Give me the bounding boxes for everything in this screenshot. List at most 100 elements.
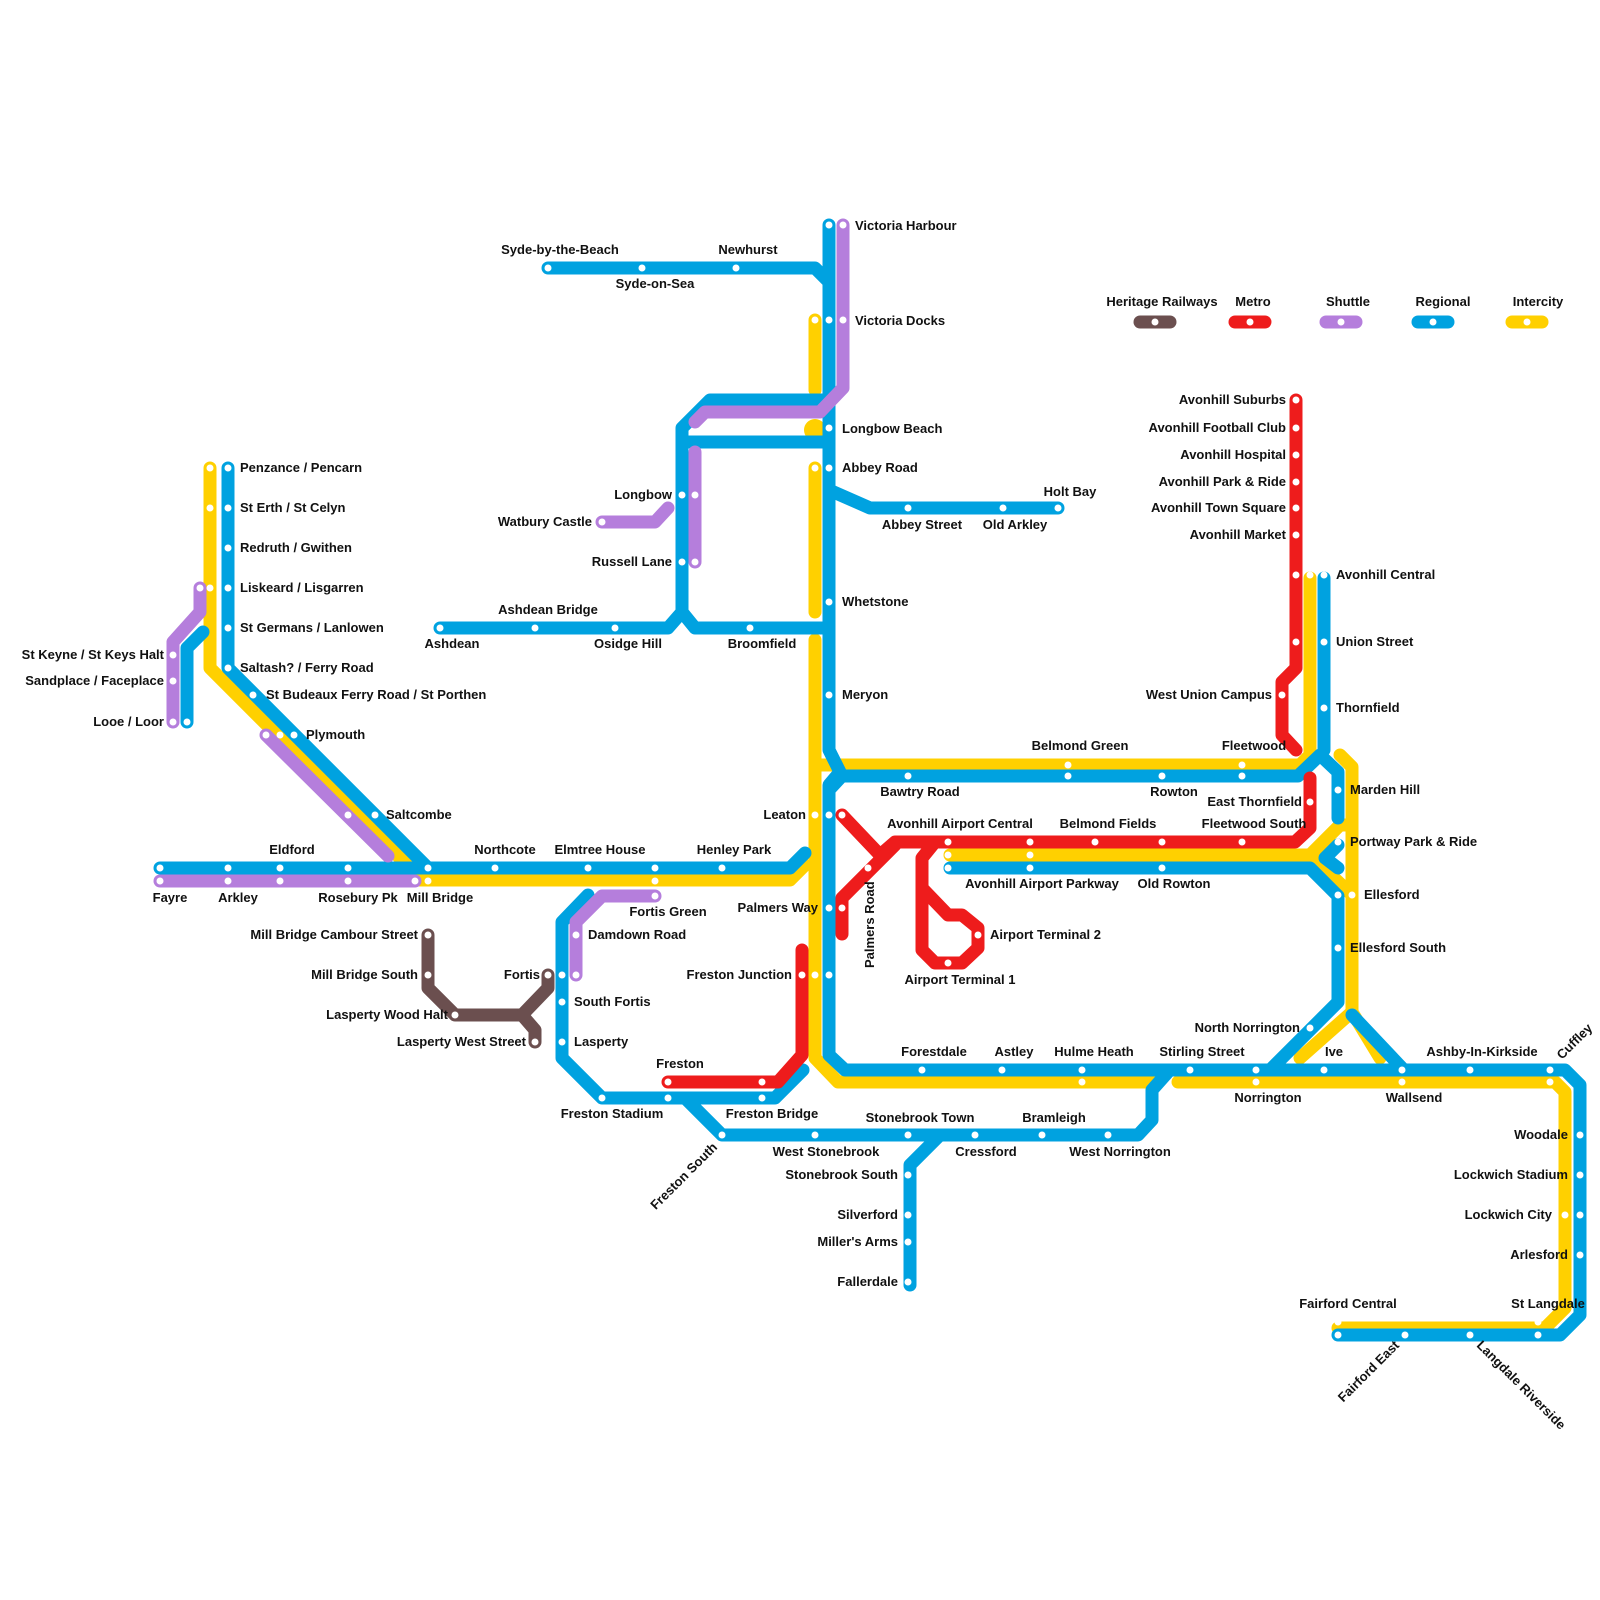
station-label[interactable]: Sandplace / Faceplace [25, 673, 164, 688]
station-label[interactable]: Plymouth [306, 727, 365, 742]
station-label[interactable]: Fayre [153, 890, 188, 905]
station-label[interactable]: St Germans / Lanlowen [240, 620, 384, 635]
station-label[interactable]: St Keyne / St Keys Halt [22, 647, 165, 662]
station-label[interactable]: Lockwich City [1465, 1207, 1553, 1222]
station-label[interactable]: Ashby-In-Kirkside [1426, 1044, 1537, 1059]
station-label[interactable]: Abbey Street [882, 517, 963, 532]
station-label[interactable]: Stirling Street [1159, 1044, 1245, 1059]
station-label[interactable]: Ive [1325, 1044, 1343, 1059]
station-label[interactable]: Freston [656, 1056, 704, 1071]
station-label[interactable]: Saltcombe [386, 807, 452, 822]
station-label[interactable]: Avonhill Football Club [1149, 420, 1287, 435]
station-label[interactable]: Saltash? / Ferry Road [240, 660, 374, 675]
station-label[interactable]: Henley Park [697, 842, 772, 857]
station-label[interactable]: Newhurst [718, 242, 778, 257]
station-label[interactable]: St Budeaux Ferry Road / St Porthen [266, 687, 486, 702]
station-label[interactable]: Redruth / Gwithen [240, 540, 352, 555]
station-label[interactable]: Arlesford [1510, 1247, 1568, 1262]
station-label[interactable]: Avonhill Park & Ride [1159, 474, 1286, 489]
station-label[interactable]: Astley [994, 1044, 1034, 1059]
station-label[interactable]: Freston South [647, 1139, 720, 1212]
station-label[interactable]: Avonhill Central [1336, 567, 1435, 582]
station-label[interactable]: Avonhill Airport Central [887, 816, 1033, 831]
station-label[interactable]: Osidge Hill [594, 636, 662, 651]
station-label[interactable]: Norrington [1234, 1090, 1301, 1105]
station-label[interactable]: Mill Bridge [407, 890, 473, 905]
station-label[interactable]: Ashdean Bridge [498, 602, 598, 617]
station-label[interactable]: Looe / Loor [93, 714, 164, 729]
station-label[interactable]: Longbow [614, 487, 673, 502]
station-label[interactable]: Ellesford [1364, 887, 1420, 902]
station-label[interactable]: Cressford [955, 1144, 1016, 1159]
station-label[interactable]: Wallsend [1386, 1090, 1443, 1105]
station-label[interactable]: Elmtree House [554, 842, 645, 857]
station-label[interactable]: Fairford East [1335, 1337, 1403, 1405]
station-label[interactable]: Lasperty West Street [397, 1034, 527, 1049]
station-label[interactable]: Avonhill Hospital [1180, 447, 1286, 462]
station-label[interactable]: Belmond Green [1032, 738, 1129, 753]
station-label[interactable]: East Thornfield [1207, 794, 1302, 809]
station-label[interactable]: Fleetwood [1222, 738, 1286, 753]
station-label[interactable]: Union Street [1336, 634, 1414, 649]
station-label[interactable]: West Norrington [1069, 1144, 1171, 1159]
station-label[interactable]: Portway Park & Ride [1350, 834, 1477, 849]
station-label[interactable]: Avonhill Airport Parkway [965, 876, 1119, 891]
heritage-line[interactable] [421, 928, 555, 1049]
station-label[interactable]: Penzance / Pencarn [240, 460, 362, 475]
station-label[interactable]: Stonebrook Town [866, 1110, 975, 1125]
station-label[interactable]: Syde-by-the-Beach [501, 242, 619, 257]
station-label[interactable]: Palmers Way [738, 900, 819, 915]
station-label[interactable]: Avonhill Market [1190, 527, 1287, 542]
station-label[interactable]: Lasperty [574, 1034, 629, 1049]
station-label[interactable]: Fleetwood South [1202, 816, 1307, 831]
station-label[interactable]: Victoria Harbour [855, 218, 957, 233]
station-label[interactable]: Abbey Road [842, 460, 918, 475]
station-label[interactable]: Avonhill Suburbs [1179, 392, 1286, 407]
station-label[interactable]: Lockwich Stadium [1454, 1167, 1568, 1182]
station-label[interactable]: Airport Terminal 1 [904, 972, 1015, 987]
station-label[interactable]: Bramleigh [1022, 1110, 1086, 1125]
station-label[interactable]: Northcote [474, 842, 535, 857]
station-label[interactable]: Freston Bridge [726, 1106, 818, 1121]
station-label[interactable]: Airport Terminal 2 [990, 927, 1101, 942]
station-label[interactable]: Syde-on-Sea [616, 276, 696, 291]
station-label[interactable]: Fairford Central [1299, 1296, 1397, 1311]
station-label[interactable]: Old Arkley [983, 517, 1048, 532]
station-label[interactable]: Longbow Beach [842, 421, 942, 436]
station-label[interactable]: Miller's Arms [817, 1234, 898, 1249]
station-label[interactable]: Mill Bridge Cambour Street [250, 927, 418, 942]
station-label[interactable]: Langdale Riverside [1474, 1338, 1569, 1433]
station-label[interactable]: Palmers Road [862, 881, 877, 968]
station-label[interactable]: St Erth / St Celyn [240, 500, 346, 515]
station-label[interactable]: Fallerdale [837, 1274, 898, 1289]
station-label[interactable]: Cuffley [1554, 1020, 1596, 1062]
station-label[interactable]: Fortis Green [629, 904, 706, 919]
station-label[interactable]: Damdown Road [588, 927, 686, 942]
station-label[interactable]: South Fortis [574, 994, 651, 1009]
station-label[interactable]: Forestdale [901, 1044, 967, 1059]
station-label[interactable]: Bawtry Road [880, 784, 960, 799]
station-label[interactable]: Holt Bay [1044, 484, 1098, 499]
station-label[interactable]: Whetstone [842, 594, 908, 609]
station-label[interactable]: Rowton [1150, 784, 1198, 799]
station-label[interactable]: West Stonebrook [773, 1144, 880, 1159]
station-label[interactable]: Broomfield [728, 636, 797, 651]
station-label[interactable]: Avonhill Town Square [1151, 500, 1286, 515]
station-label[interactable]: Marden Hill [1350, 782, 1420, 797]
station-label[interactable]: Woodale [1514, 1127, 1568, 1142]
station-label[interactable]: West Union Campus [1146, 687, 1272, 702]
station-label[interactable]: Ashdean [425, 636, 480, 651]
station-label[interactable]: Belmond Fields [1060, 816, 1157, 831]
station-label[interactable]: Silverford [837, 1207, 898, 1222]
station-label[interactable]: Freston Stadium [561, 1106, 664, 1121]
station-label[interactable]: Fortis [504, 967, 540, 982]
station-label[interactable]: Freston Junction [687, 967, 793, 982]
station-label[interactable]: Stonebrook South [785, 1167, 898, 1182]
station-label[interactable]: Arkley [218, 890, 259, 905]
station-label[interactable]: Hulme Heath [1054, 1044, 1134, 1059]
station-label[interactable]: Ellesford South [1350, 940, 1446, 955]
station-label[interactable]: Lasperty Wood Halt [326, 1007, 449, 1022]
station-label[interactable]: Thornfield [1336, 700, 1400, 715]
station-label[interactable]: Old Rowton [1138, 876, 1211, 891]
station-label[interactable]: Mill Bridge South [311, 967, 418, 982]
